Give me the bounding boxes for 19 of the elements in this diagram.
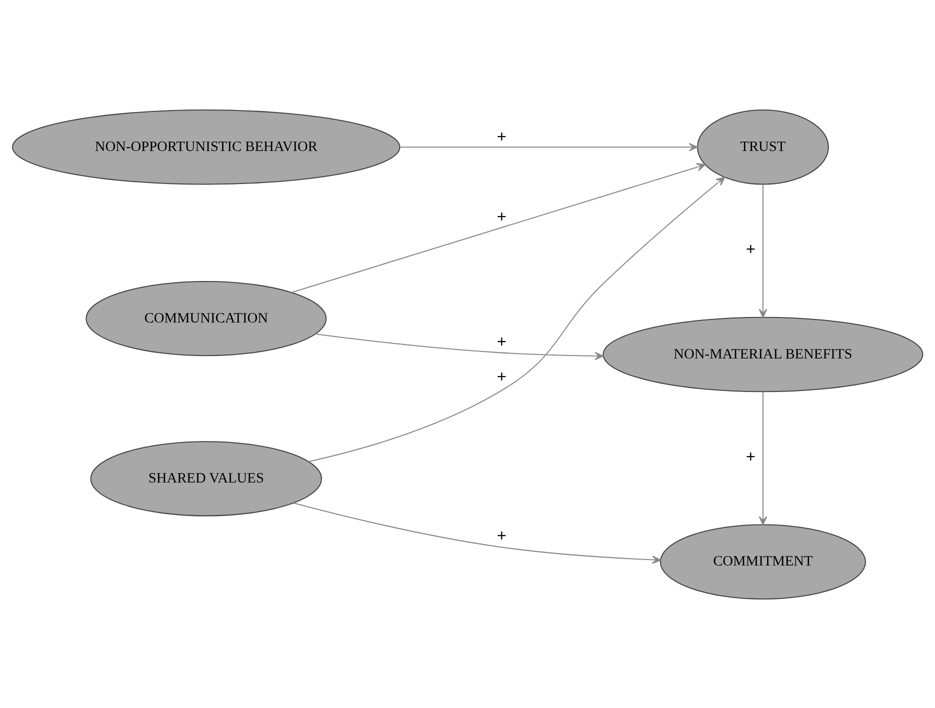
arrow [400, 142, 698, 151]
edge-label: + [496, 207, 506, 226]
arrow [315, 333, 604, 360]
edge-label: + [496, 127, 506, 146]
edge-label: + [496, 526, 506, 545]
node-ellipse: NON-OPPORTUNISTIC BEHAVIOR [12, 109, 400, 184]
arrow [293, 502, 662, 564]
arrow [291, 162, 706, 293]
node-ellipse: COMMITMENT [660, 524, 866, 599]
arrow [758, 391, 768, 525]
edge-label: + [496, 332, 506, 351]
node-ellipse: COMMUNICATION [86, 280, 327, 356]
arrow [308, 176, 726, 462]
node-ellipse: NON-MATERIAL BENEFITS [602, 316, 924, 392]
edge-label: + [496, 368, 506, 386]
node-ellipse: SHARED VALUES [90, 440, 322, 516]
arrow [758, 184, 768, 318]
edge-label: + [746, 240, 756, 258]
edge-label: + [746, 448, 756, 466]
